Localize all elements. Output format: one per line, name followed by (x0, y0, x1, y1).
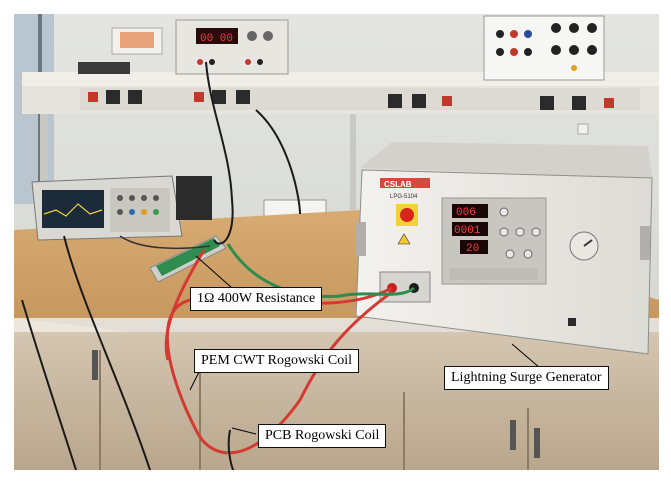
panel-meter-box (111, 27, 163, 55)
black-cable-a (205, 61, 234, 245)
training-panel (483, 15, 605, 81)
red-cable-2 (164, 249, 206, 361)
oscilloscope (31, 175, 212, 241)
black-cable-c (21, 299, 77, 471)
shelf-post-mid (350, 90, 356, 210)
svg-text:00 00: 00 00 (200, 33, 233, 45)
shelf-post-left (40, 72, 48, 272)
cabinet-handle-3 (534, 428, 540, 458)
load-resistor (149, 235, 227, 283)
green-cable (226, 243, 415, 299)
emergency-stop-button (400, 208, 414, 222)
generator-model: LPG-5104 (390, 194, 418, 200)
leader-pem (189, 369, 201, 391)
pcb-coil-callout: PCB Rogowski Coil (258, 424, 387, 448)
probe-cable (119, 235, 211, 249)
cabinet-handle (92, 350, 98, 380)
pem-coil-callout: PEM CWT Rogowski Coil (194, 349, 360, 373)
readout-2: 0001 (454, 225, 481, 237)
black-cable-d (255, 109, 301, 215)
leader-resistance (195, 255, 233, 289)
black-cable-b (63, 235, 151, 471)
cabinet-handle-2 (510, 420, 516, 450)
outlet-strip (80, 88, 640, 110)
wall-plate (577, 123, 589, 135)
dc-power-supply: 00 00 (175, 19, 289, 75)
small-device-shelf (78, 62, 130, 74)
leader-pcb (231, 427, 257, 435)
generator-brand: CSLAB (384, 180, 412, 189)
resistance-callout: 1Ω 400W Resistance (190, 287, 323, 311)
readout-3: 20 (466, 243, 479, 255)
leader-generator (511, 343, 541, 369)
surge-generator: CSLAB LPG-5104 006 0001 20 (355, 142, 653, 355)
generator-callout: Lightning Surge Generator (444, 366, 609, 390)
readout-1: 006 (456, 207, 476, 219)
